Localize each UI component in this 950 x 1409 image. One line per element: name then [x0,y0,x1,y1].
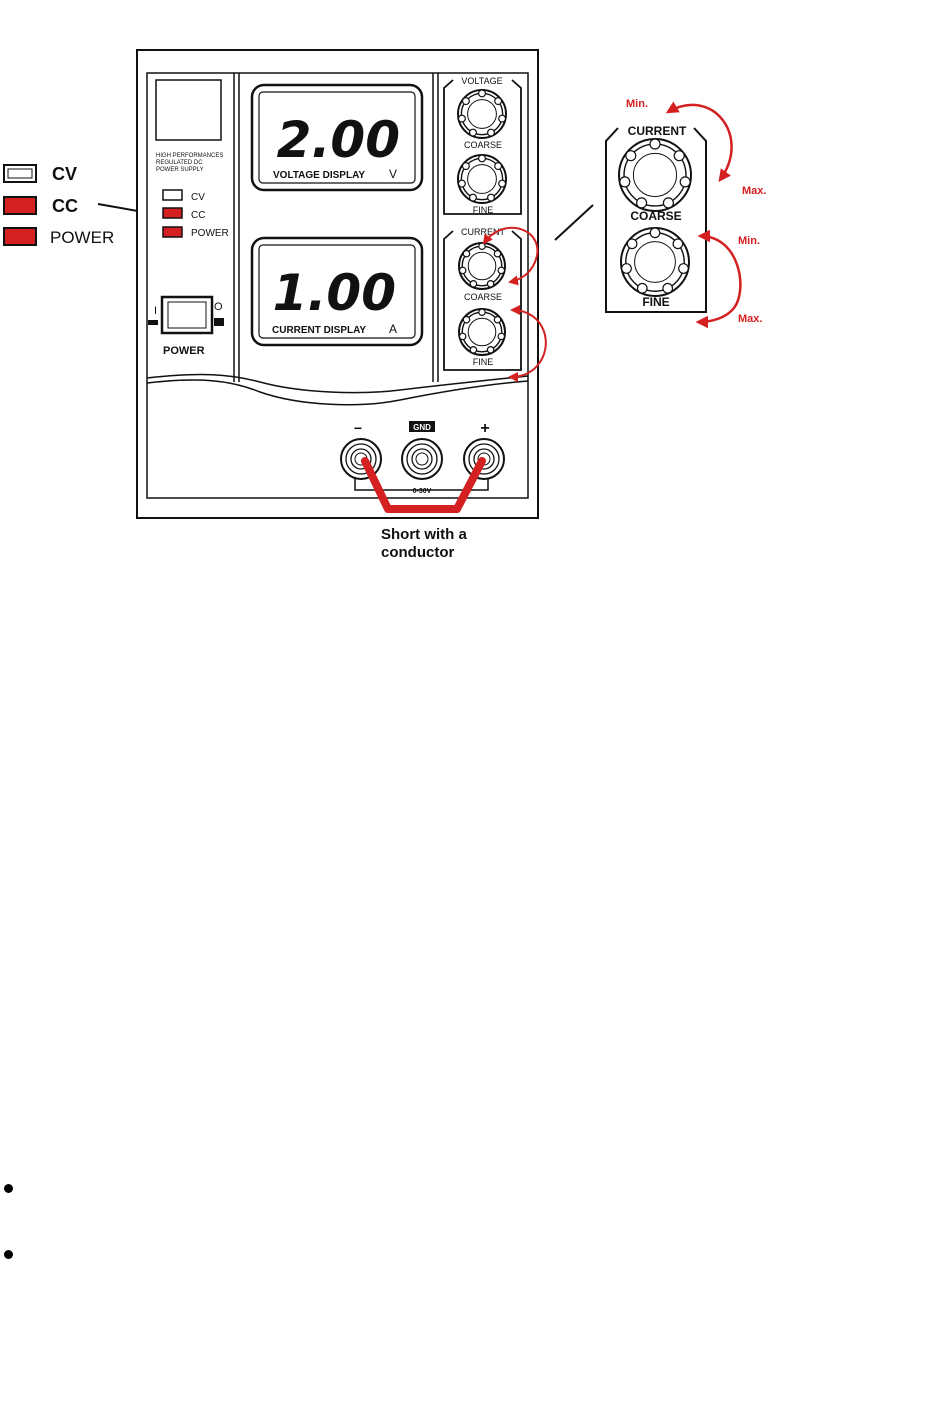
bullet-point-1 [4,1184,13,1193]
caption-line-2: conductor [381,544,454,561]
cc-led-swatch [4,197,36,214]
callout-title: CURRENT [628,124,687,138]
voltage-group-title: VOLTAGE [461,76,502,86]
current-coarse-knob[interactable] [459,243,505,289]
voltage-readout: 2.00 [277,111,400,169]
current-display-label: CURRENT DISPLAY [272,325,366,336]
voltage-unit: V [389,167,397,181]
callout-fine-arrow [698,236,740,322]
power-led-swatch [4,228,36,245]
callout-fine-label: FINE [642,295,669,309]
cc-indicator [163,208,182,218]
current-fine-knob[interactable] [459,309,505,355]
current-display: 1.00 CURRENT DISPLAY A [252,238,422,345]
voltage-fine-knob[interactable] [458,155,506,203]
plus-terminal-label: + [480,420,489,437]
front-panel: HIGH PERFORMANCES REGULATED DC POWER SUP… [137,50,546,518]
gnd-terminal-label: GND [413,423,431,432]
cc-indicator-label: CC [191,210,205,221]
led-legend: CV CC POWER [4,164,155,247]
cv-indicator-label: CV [191,192,205,203]
voltage-range-label: 0-30V [413,488,432,495]
gnd-terminal[interactable] [402,439,442,479]
current-readout: 1.00 [273,264,396,322]
brand-line-1: HIGH PERFORMANCES [156,153,223,159]
current-fine-label: FINE [473,357,494,367]
legend-cv-label: CV [52,164,77,184]
bullet-point-2 [4,1250,13,1259]
legend-cc-label: CC [52,196,78,216]
cv-led-swatch [4,165,36,182]
callout-min-1: Min. [626,98,648,110]
minus-terminal-label: − [354,420,362,436]
power-indicator [163,227,182,237]
power-switch-label: POWER [163,345,205,357]
current-callout: CURRENT COARSE FINE Min. Max. Min. Max. [606,98,766,325]
callout-fine-knob[interactable] [621,228,689,296]
brand-line-2: REGULATED DC [156,160,203,166]
voltage-display-label: VOLTAGE DISPLAY [273,170,365,181]
cv-indicator [163,190,182,200]
power-indicator-label: POWER [191,228,229,239]
voltage-fine-label: FINE [473,205,494,215]
current-unit: A [389,322,397,336]
callout-coarse-knob[interactable] [619,139,691,211]
brand-line-3: POWER SUPPLY [156,167,204,173]
voltage-coarse-knob[interactable] [458,90,506,138]
current-coarse-label: COARSE [464,292,502,302]
caption-line-1: Short with a [381,526,467,543]
switch-on-mark: I [154,305,157,317]
voltage-display: 2.00 VOLTAGE DISPLAY V [252,85,422,190]
logo-box [156,80,221,140]
callout-min-2: Min. [738,235,760,247]
callout-max-2: Max. [738,313,762,325]
legend-power-label: POWER [50,228,114,247]
voltage-coarse-label: COARSE [464,140,502,150]
callout-pointer [555,205,593,240]
current-group-title: CURRENT [461,227,506,237]
switch-off-mark: O [214,301,223,313]
callout-max-1: Max. [742,185,766,197]
